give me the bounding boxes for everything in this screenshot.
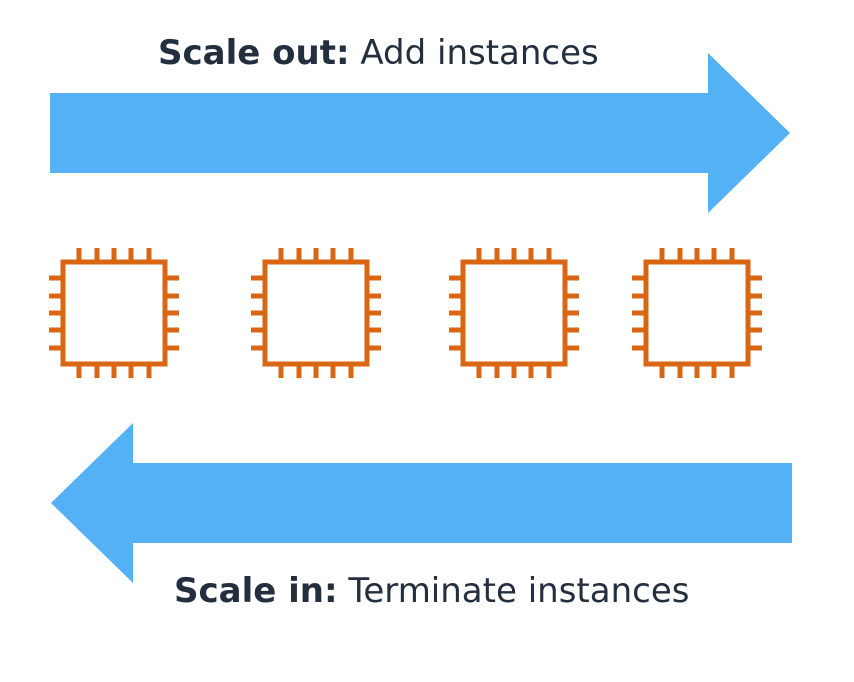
- scale-in-arrow: [51, 423, 792, 583]
- scale-in-description: Terminate instances: [337, 571, 690, 611]
- instance-row: [49, 248, 762, 378]
- ec2-instance-icon: [449, 248, 579, 378]
- scale-out-caption: Scale out: Add instances: [0, 33, 854, 73]
- chip-body: [460, 259, 568, 367]
- scale-in-caption: Scale in: Terminate instances: [0, 571, 854, 611]
- ec2-instance-icon: [251, 248, 381, 378]
- scale-out-description: Add instances: [349, 33, 599, 73]
- chip-body: [643, 259, 751, 367]
- scale-out-label: Scale out:: [158, 33, 350, 73]
- scale-in-label: Scale in:: [174, 571, 338, 611]
- chip-body: [60, 259, 168, 367]
- chip-body: [262, 259, 370, 367]
- ec2-instance-icon: [632, 248, 762, 378]
- ec2-instance-icon: [49, 248, 179, 378]
- scale-out-arrow: [50, 53, 790, 213]
